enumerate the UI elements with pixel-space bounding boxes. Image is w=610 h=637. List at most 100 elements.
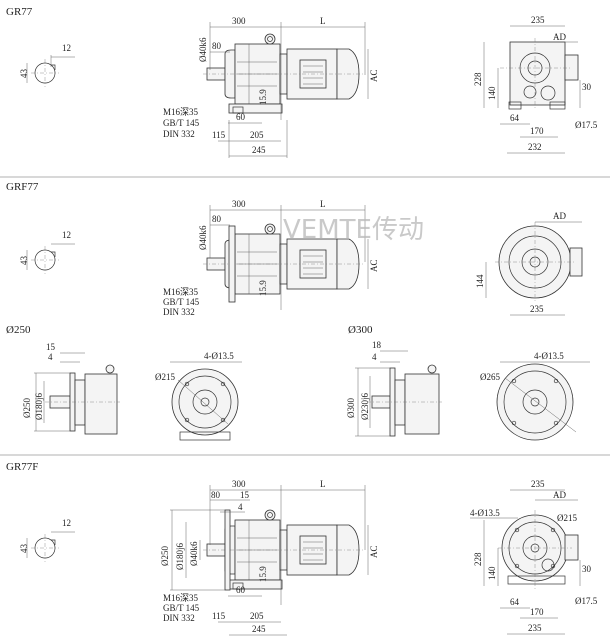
dim-228: 228 <box>473 72 483 86</box>
dim-flange-od: Ø300 <box>346 398 356 418</box>
dim-30: 30 <box>582 82 592 92</box>
dim-64: 64 <box>510 597 520 607</box>
dim-bolt-holes: 4-Ø13.5 <box>470 508 500 518</box>
dim-foot-hole: Ø17.5 <box>575 596 598 606</box>
flange-250-front-view <box>170 361 242 441</box>
gearmotor-side-view-gr77 <box>202 33 364 114</box>
dim-key-width: 12 <box>62 43 71 53</box>
flange-300-title: Ø300 <box>348 324 373 336</box>
dim-pcd: Ø215 <box>557 513 577 523</box>
dim-15-9: 15.9 <box>258 280 268 296</box>
dim-L: L <box>320 199 326 209</box>
dim-232: 232 <box>528 142 542 152</box>
dim-15: 15 <box>240 490 250 500</box>
gearbox-end-view-gr77 <box>483 25 581 154</box>
dim-205: 205 <box>250 611 264 621</box>
dim-245: 245 <box>252 624 266 634</box>
dim-pilot: Ø180j6 <box>34 393 44 421</box>
dim-AD: AD <box>553 490 566 500</box>
flange-250-side-view <box>34 352 120 435</box>
dim-60: 60 <box>236 585 246 595</box>
standard-gbt145: GB/T 145 <box>163 297 200 307</box>
standard-din332: DIN 332 <box>163 613 195 623</box>
flange-300-side-view <box>355 350 442 437</box>
shaft-section-gr77 <box>26 55 75 88</box>
dim-pilot: Ø230j6 <box>360 393 370 421</box>
dim-shaft-dia: Ø40k6 <box>189 541 199 566</box>
dim-shaft-height: 43 <box>19 256 29 266</box>
flange-300-front-view <box>496 361 590 441</box>
center-hole-thread: M16深35 <box>163 287 199 297</box>
standard-gbt145: GB/T 145 <box>163 118 200 128</box>
dimension-lines <box>170 485 369 636</box>
gearmotor-side-view-grf77 <box>202 223 364 303</box>
dim-shaft-dia: Ø40k6 <box>198 37 208 62</box>
dimension-lines <box>209 22 369 158</box>
dim-170: 170 <box>530 607 544 617</box>
dim-235: 235 <box>531 479 545 489</box>
dim-60: 60 <box>236 112 246 122</box>
dim-15-9: 15.9 <box>258 566 268 582</box>
standard-din332: DIN 332 <box>163 129 195 139</box>
dim-shaft-height: 43 <box>19 544 29 554</box>
dim-300: 300 <box>232 16 246 26</box>
dim-300: 300 <box>232 479 246 489</box>
gearbox-end-view-gr77f <box>470 489 581 635</box>
dim-15: 15 <box>46 342 56 352</box>
dim-pilot: Ø180j6 <box>175 543 185 571</box>
dim-235-base: 235 <box>528 623 542 633</box>
dim-bolt-holes: 4-Ø13.5 <box>204 351 234 361</box>
dim-AD: AD <box>553 32 566 42</box>
section-title-gr77f: GR77F <box>6 461 38 473</box>
dim-115: 115 <box>212 130 226 140</box>
center-hole-thread: M16深35 <box>163 593 199 603</box>
dimension-lines <box>209 205 369 310</box>
dim-shaft-height: 43 <box>19 69 29 79</box>
shaft-section-grf77 <box>26 243 75 275</box>
section-title-grf77: GRF77 <box>6 181 39 193</box>
dim-L: L <box>320 16 326 26</box>
dim-170: 170 <box>530 126 544 136</box>
dim-4: 4 <box>238 502 243 512</box>
dim-4: 4 <box>372 352 377 362</box>
dim-144: 144 <box>475 274 485 288</box>
dim-140: 140 <box>487 566 497 580</box>
dim-key-width: 12 <box>62 518 71 528</box>
dim-AC: AC <box>369 69 379 82</box>
dim-245: 245 <box>252 145 266 155</box>
dim-pcd: Ø215 <box>155 372 175 382</box>
dim-235: 235 <box>530 304 544 314</box>
dim-AC: AC <box>369 259 379 272</box>
section-title-gr77: GR77 <box>6 6 33 18</box>
dim-205: 205 <box>250 130 264 140</box>
dim-AD: AD <box>553 211 566 221</box>
gearmotor-side-view-gr77f <box>202 509 364 591</box>
dim-pcd: Ø265 <box>480 372 500 382</box>
dim-flange-od: Ø250 <box>22 398 32 418</box>
dim-80: 80 <box>211 490 221 500</box>
dim-80: 80 <box>212 41 222 51</box>
standard-din332: DIN 332 <box>163 307 195 317</box>
dim-4: 4 <box>48 352 53 362</box>
dim-15-9: 15.9 <box>258 89 268 105</box>
dim-64: 64 <box>510 113 520 123</box>
dim-30: 30 <box>582 564 592 574</box>
dim-flange-od: Ø250 <box>160 546 170 566</box>
dim-235: 235 <box>531 15 545 25</box>
dim-shaft-dia: Ø40k6 <box>198 225 208 250</box>
center-hole-thread: M16深35 <box>163 107 199 117</box>
flange-250-title: Ø250 <box>6 324 31 336</box>
dim-bolt-holes: 4-Ø13.5 <box>534 351 564 361</box>
dim-80: 80 <box>212 214 222 224</box>
dim-228: 228 <box>473 552 483 566</box>
standard-gbt145: GB/T 145 <box>163 603 200 613</box>
dim-300: 300 <box>232 199 246 209</box>
dim-L: L <box>320 479 326 489</box>
dim-140: 140 <box>487 86 497 100</box>
shaft-section-gr77f <box>26 531 75 563</box>
watermark-logo: VEMTE传动 <box>283 215 424 245</box>
dim-key-width: 12 <box>62 230 71 240</box>
dim-115: 115 <box>212 611 226 621</box>
